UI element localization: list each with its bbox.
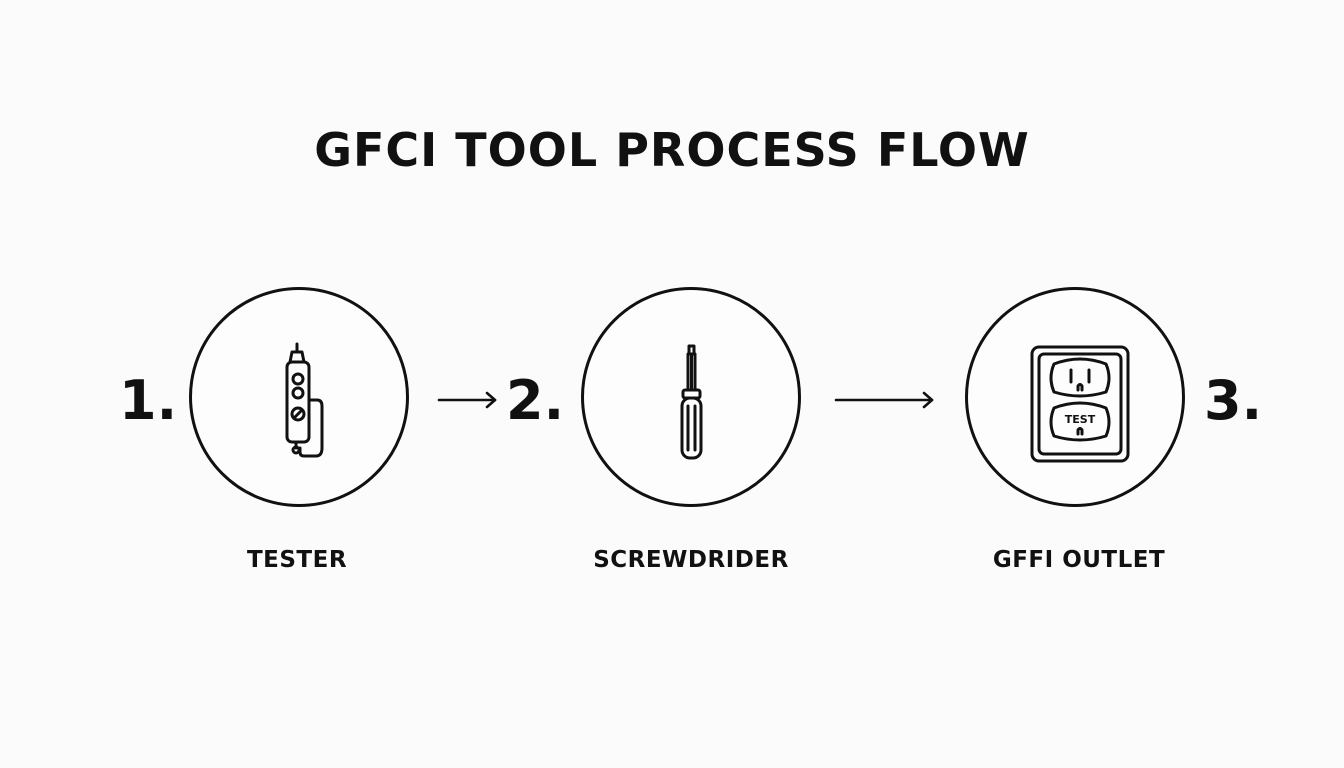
step-3-circle: TEST <box>965 287 1185 507</box>
arrow-right-icon <box>437 391 497 409</box>
step-2-circle <box>581 287 801 507</box>
screwdriver-icon <box>680 344 703 460</box>
diagram-title: GFCI TOOL PROCESS FLOW <box>314 123 1030 177</box>
step-1-number: 1. <box>119 369 178 432</box>
tester-icon <box>285 342 324 458</box>
step-2-label: SCREWDRIDER <box>593 547 789 573</box>
step-3-label: GFFI OUTLET <box>992 547 1166 573</box>
step-2-number: 2. <box>506 369 565 432</box>
step-3-number: 3. <box>1204 369 1263 432</box>
step-1-circle <box>189 287 409 507</box>
gfci-outlet-icon: TEST <box>1030 345 1130 463</box>
outlet-test-label: TEST <box>1065 413 1096 426</box>
arrow-right-icon <box>834 391 934 409</box>
step-1-label: TESTER <box>246 547 348 573</box>
